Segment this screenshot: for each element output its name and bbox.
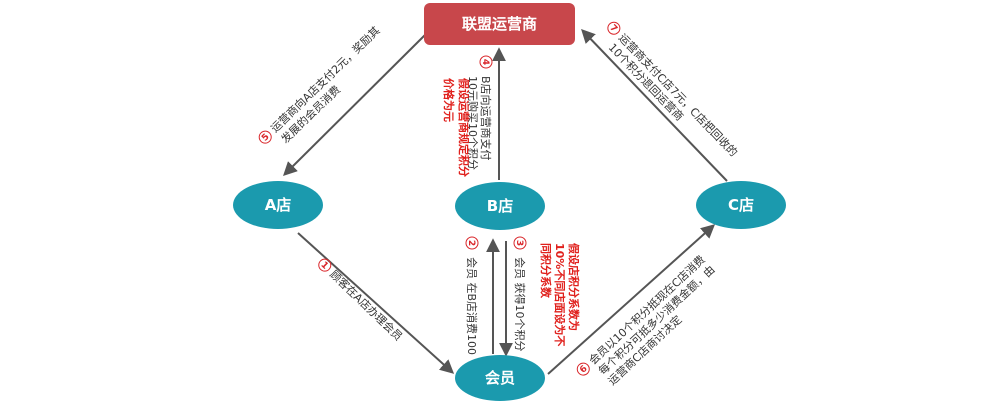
step-4-number: 4 [480, 59, 490, 65]
node-member-label: 会员 [485, 369, 515, 387]
step-5-label: 5 运营商向A店支付2元，奖励其 发展的会员消费 [258, 23, 383, 146]
step-4-text-line1: B店向运营商支付 [479, 76, 493, 161]
step-2-number: 2 [466, 240, 476, 246]
step-4-label: 4 B店向运营商支付 10元购买10个积分 [466, 55, 493, 170]
step-7-label: 7 运营商支付C店7元，C店把回收的 10个积分退回运营商 [606, 21, 741, 160]
step-1-number: 1 [318, 260, 329, 272]
step-3-label: 3 会员 获得10个积分 [513, 236, 527, 352]
step-6-text-line2: 每个积分可抵多少消费金额，由 [595, 262, 717, 377]
node-store-a: A店 [233, 181, 323, 229]
step-7-text-line1: 运营商支付C店7元，C店把回收的 [616, 31, 741, 160]
step-5-text-line1: 运营商向A店支付2元，奖励其 [268, 23, 383, 135]
step-4-note-line1: 假设运营商规定积分 [457, 78, 471, 177]
node-operator-label: 联盟运营商 [462, 15, 537, 33]
step-2-label: 2 会员 在B店消费100 [465, 236, 479, 355]
step-3-number: 3 [514, 240, 524, 246]
step-3-note-line3: 同积分系数 [539, 243, 553, 299]
arrow-operator-to-a [283, 29, 431, 176]
node-store-c: C店 [696, 181, 786, 229]
node-store-c-label: C店 [728, 196, 754, 214]
step-3-note-line2: 10%不同店面设为不 [553, 243, 567, 346]
step-4-note-line2: 价格为元 [442, 78, 456, 122]
step-3-text-line1: 会员 获得10个积分 [513, 257, 526, 352]
node-store-b-label: B店 [487, 197, 513, 215]
node-store-b: B店 [455, 182, 545, 230]
node-store-a-label: A店 [265, 196, 292, 214]
arrow-member-to-c [547, 224, 716, 375]
step-5-number: 5 [260, 132, 271, 144]
arrow-c-to-operator [581, 28, 728, 182]
step-6-label: 6 会员以10个积分抵现在C店消费 每个积分可抵多少消费金额，由 运营商C店商讨… [576, 252, 718, 388]
step-2-text-line1: 会员 在B店消费100 [465, 257, 479, 355]
step-7-number: 7 [607, 23, 619, 34]
step-1-text-line1: 顾客在A店办理会员 [327, 267, 405, 343]
step-1-label: 1 顾客在A店办理会员 [318, 258, 406, 343]
step-4-note: 假设运营商规定积分 价格为元 [442, 78, 471, 177]
step-3-note: 假设店积分系数为 10%不同店面设为不 同积分系数 [539, 243, 581, 346]
step-4-text-line2: 10元购买10个积分 [466, 76, 480, 170]
step-6-number: 6 [578, 364, 589, 376]
node-member: 会员 [455, 355, 545, 401]
step-3-note-line1: 假设店积分系数为 [567, 243, 581, 331]
node-operator: 联盟运营商 [424, 3, 575, 45]
arrow-a-to-member [297, 232, 455, 374]
